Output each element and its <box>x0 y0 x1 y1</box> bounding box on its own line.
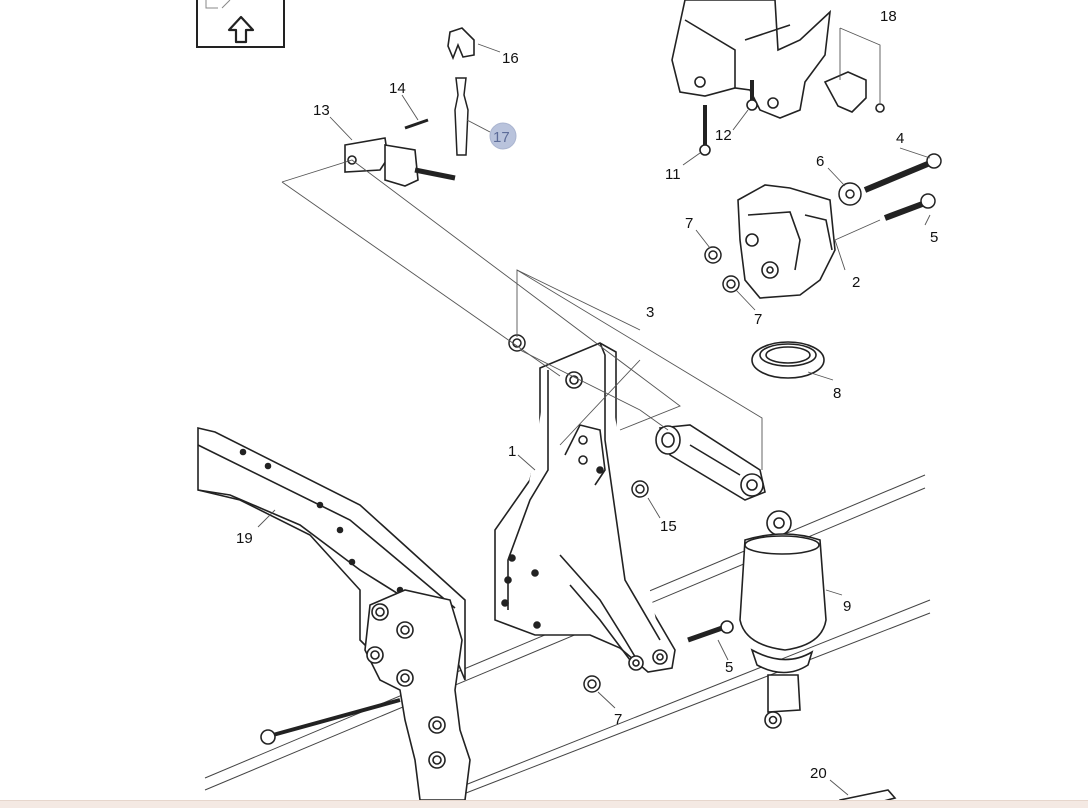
callout-11: 11 <box>665 166 681 183</box>
shock-absorber-part <box>655 424 766 501</box>
callout-13: 13 <box>313 102 330 119</box>
chassis-frame-part <box>197 426 471 801</box>
callout-17-highlighted[interactable]: 17 <box>489 122 517 150</box>
callout-19: 19 <box>236 530 253 547</box>
clip-part <box>447 27 475 61</box>
callout-9: 9 <box>843 598 851 615</box>
bottom-border-strip <box>0 800 1088 808</box>
callout-6: 6 <box>816 153 824 170</box>
callout-7-b: 7 <box>754 311 762 328</box>
callout-5-lower: 5 <box>725 659 733 676</box>
leader-lines <box>257 27 931 796</box>
latch-bracket-part <box>737 184 836 299</box>
callout-1: 1 <box>508 443 516 460</box>
callout-14: 14 <box>389 80 406 97</box>
callout-20: 20 <box>810 765 827 782</box>
pin-part <box>454 77 469 156</box>
callout-12: 12 <box>715 127 732 144</box>
air-spring-part <box>687 510 827 729</box>
callout-17-highlight-circle[interactable] <box>489 122 517 150</box>
nut-parts <box>508 246 740 693</box>
orientation-arrow-icon <box>196 0 285 48</box>
callout-2: 2 <box>852 274 860 291</box>
upper-mount-part <box>671 0 885 156</box>
callout-4: 4 <box>896 130 904 147</box>
callout-17[interactable]: 17 <box>493 129 510 146</box>
cab-bracket-part <box>494 342 676 673</box>
callout-3: 3 <box>646 304 654 321</box>
callout-15: 15 <box>660 518 677 535</box>
callout-5-upper: 5 <box>930 229 938 246</box>
height-valve-part <box>344 118 456 187</box>
bearing-ring-part <box>751 341 825 379</box>
callout-16: 16 <box>502 50 519 67</box>
callout-7-a: 7 <box>685 215 693 232</box>
callout-7-c: 7 <box>614 711 622 728</box>
washer-and-bolts <box>838 153 942 221</box>
callout-8: 8 <box>833 385 841 402</box>
callout-labels: 1 2 3 4 5 5 6 7 7 7 8 9 11 12 13 14 15 1… <box>236 8 938 782</box>
callout-18: 18 <box>880 8 897 25</box>
